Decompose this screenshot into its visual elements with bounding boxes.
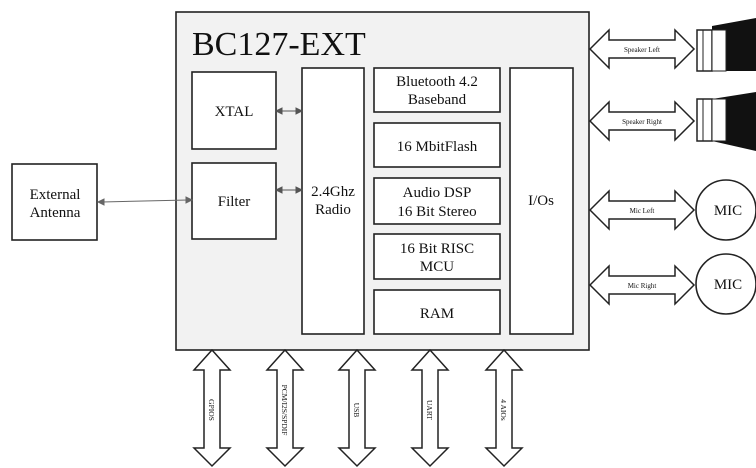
gpios-label: GPIOS xyxy=(207,399,216,421)
speaker-right-icon xyxy=(696,92,756,151)
xtal-block xyxy=(191,71,277,150)
filter-label: Filter xyxy=(218,194,251,210)
filter-radio-connector xyxy=(274,186,304,194)
mcu-label-1: 16 Bit RISC xyxy=(400,241,474,257)
aios-label: 4 AIOs xyxy=(499,399,508,421)
pcm-arrow xyxy=(265,348,305,468)
audio-dsp-label-1: Audio DSP xyxy=(403,185,472,201)
usb-label: USB xyxy=(352,403,361,418)
mcu-block xyxy=(373,233,501,280)
speaker-left-icon xyxy=(696,18,756,72)
flash-label: 16 MbitFlash xyxy=(397,139,478,155)
mic-left-circle xyxy=(695,179,756,241)
module-title: BC127-EXT xyxy=(192,26,366,63)
pcm-label: PCM/I2S/SPDIF xyxy=(280,385,289,436)
bluetooth-label-1: Bluetooth 4.2 xyxy=(396,74,478,90)
flash-block xyxy=(373,122,501,168)
uart-arrow xyxy=(410,348,450,468)
mic-left-arrow xyxy=(588,189,696,231)
ios-block xyxy=(509,67,574,335)
usb-arrow xyxy=(337,348,377,468)
ram-block xyxy=(373,289,501,335)
ios-label: I/Os xyxy=(528,193,554,209)
aios-arrow xyxy=(484,348,524,468)
bluetooth-baseband-block xyxy=(373,67,501,113)
mic-right-circle xyxy=(695,253,756,315)
audio-dsp-block xyxy=(373,177,501,225)
speaker-right-arrow xyxy=(588,100,696,142)
audio-dsp-label-2: 16 Bit Stereo xyxy=(397,204,476,220)
ram-label: RAM xyxy=(420,306,454,322)
radio-label-2: Radio xyxy=(315,202,351,218)
speaker-right-label: Speaker Right xyxy=(622,118,662,126)
radio-label-1: 2.4Ghz xyxy=(311,184,355,200)
mcu-label-2: MCU xyxy=(420,259,454,275)
uart-label: UART xyxy=(425,400,434,420)
xtal-label: XTAL xyxy=(215,104,254,120)
gpios-arrow xyxy=(192,348,232,468)
mic-right-label: Mic Right xyxy=(628,282,657,290)
mic-left-label: Mic Left xyxy=(630,207,655,215)
mic-left-text: MIC xyxy=(714,203,742,219)
mic-right-arrow xyxy=(588,264,696,306)
external-antenna-block xyxy=(11,163,98,241)
antenna-label-2: Antenna xyxy=(30,205,81,221)
mic-right-text: MIC xyxy=(714,277,742,293)
filter-block xyxy=(191,162,277,240)
speaker-left-label: Speaker Left xyxy=(624,46,660,54)
xtal-radio-connector xyxy=(274,107,304,115)
antenna-label-1: External xyxy=(30,187,81,203)
radio-block xyxy=(301,67,365,335)
bluetooth-label-2: Baseband xyxy=(408,92,467,108)
antenna-filter-connector xyxy=(96,196,194,206)
speaker-left-arrow xyxy=(588,28,696,70)
